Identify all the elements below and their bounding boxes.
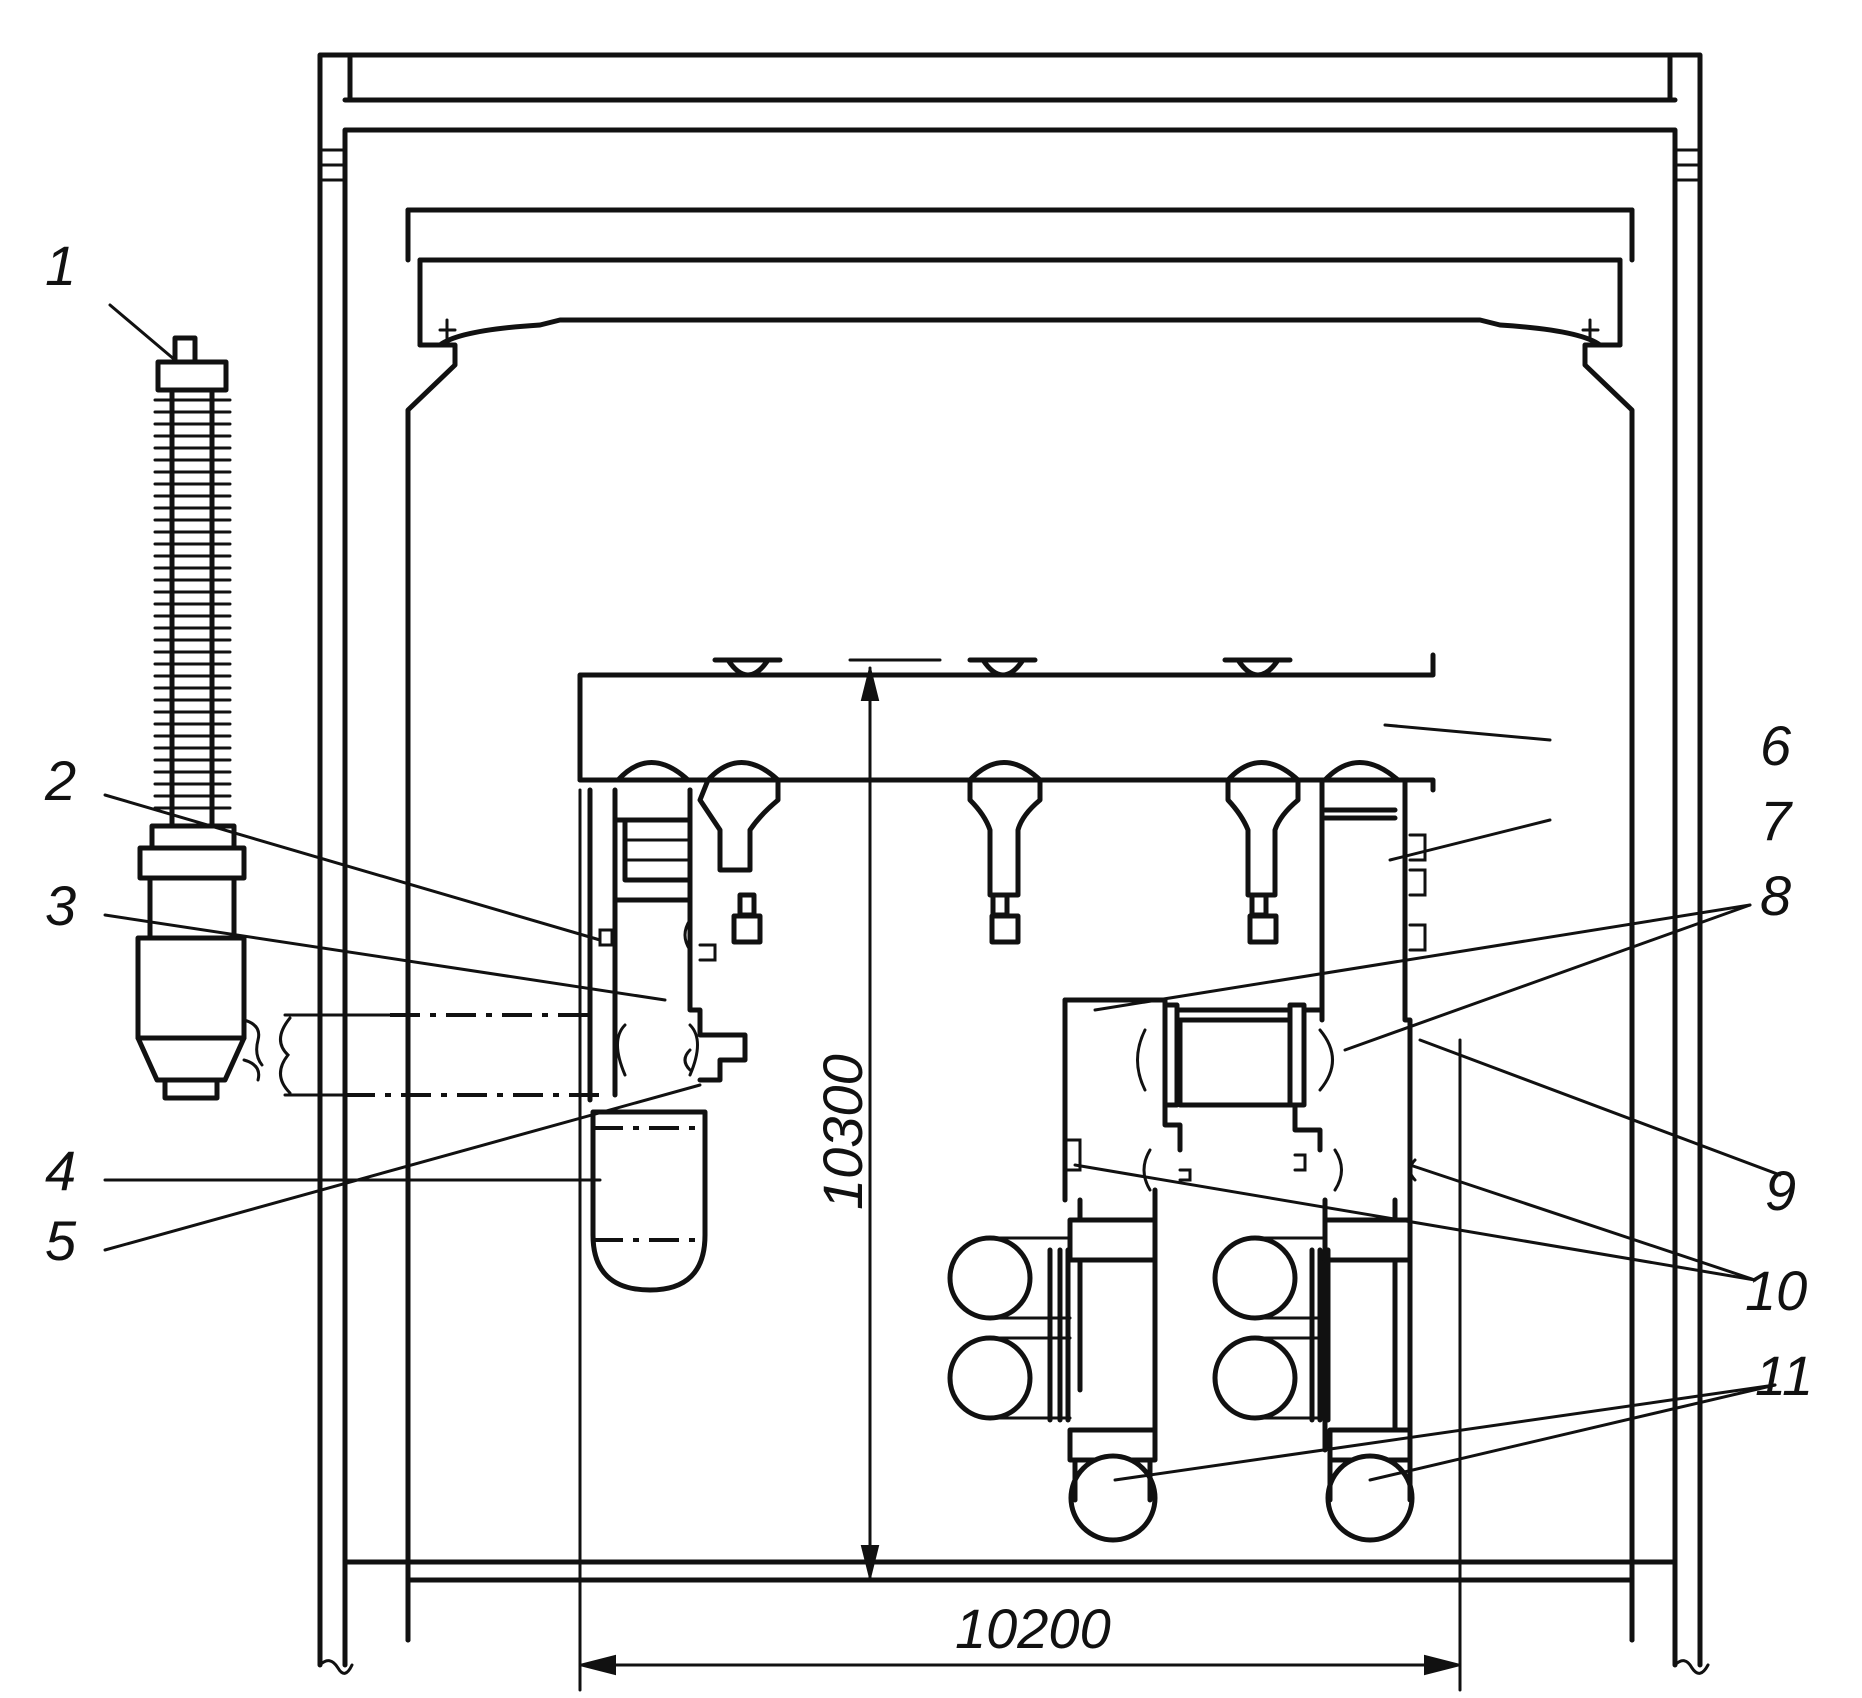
callout-2: 2 (44, 749, 76, 812)
callout-9: 9 (1765, 1159, 1796, 1222)
busbar-compartment (577, 652, 1436, 945)
dimension-lines: 10300 10200 (578, 666, 1462, 1692)
callout-10: 10 (1745, 1259, 1807, 1322)
callout-3: 3 (45, 874, 76, 937)
callout-1: 1 (45, 234, 76, 297)
callout-numbers: 1 2 3 4 5 6 7 8 9 10 11 (44, 234, 1813, 1407)
right-switchgear-bay (947, 777, 1427, 1543)
dimension-width-label: 10200 (955, 1597, 1111, 1660)
bus-duct (279, 1013, 600, 1097)
callout-11: 11 (1755, 1344, 1813, 1407)
callout-7: 7 (1760, 789, 1793, 852)
building-frame (317, 52, 1710, 1675)
left-switchgear-bay (587, 787, 748, 1293)
callout-5: 5 (45, 1209, 77, 1272)
callout-4: 4 (45, 1139, 76, 1202)
outdoor-bushing (135, 335, 264, 1101)
callout-6: 6 (1760, 714, 1792, 777)
dimension-height-label: 10300 (811, 1054, 874, 1210)
callout-8: 8 (1760, 864, 1791, 927)
leader-lines (103, 303, 1782, 1482)
